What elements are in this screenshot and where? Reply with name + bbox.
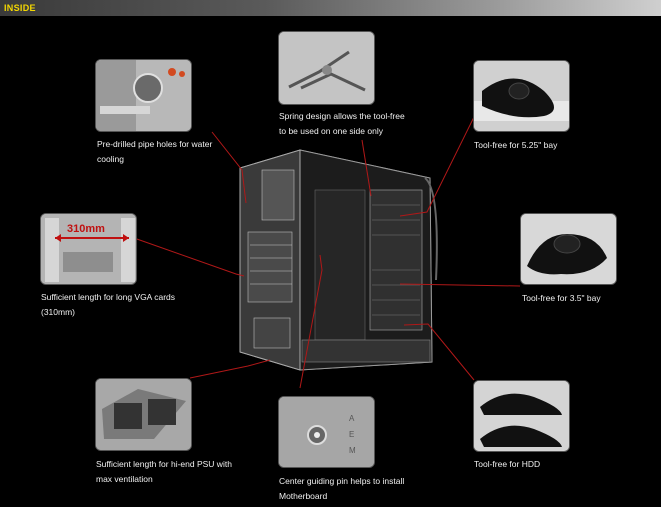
section-title: INSIDE: [4, 3, 36, 13]
pc-case-image: [239, 149, 438, 371]
vga-length-photo: 310mm: [40, 213, 137, 285]
caption-psu-length: Sufficient length for hi-end PSU with ma…: [96, 459, 232, 484]
caption-spring-design: Spring design allows the tool-free to be…: [279, 111, 405, 136]
toolfree-35-photo: [520, 213, 617, 285]
spring-design-photo: [278, 31, 375, 105]
caption-toolfree-hdd: Tool-free for HDD: [474, 459, 541, 469]
pipe-holes-photo: [95, 59, 192, 132]
caption-toolfree-35: Tool-free for 3.5" bay: [522, 293, 601, 303]
leader-lines: [133, 116, 521, 389]
guide-pin-photo: A E M: [278, 396, 375, 468]
toolfree-525-photo: [473, 60, 570, 132]
svg-text:M: M: [349, 446, 356, 455]
caption-vga-length: Sufficient length for long VGA cards (31…: [41, 292, 176, 317]
toolfree-hdd-photo: [473, 380, 570, 452]
svg-text:E: E: [349, 430, 354, 439]
psu-length-photo: [95, 378, 192, 451]
caption-guide-pin: Center guiding pin helps to install Moth…: [279, 476, 405, 501]
section-header-bar: INSIDE: [0, 0, 661, 16]
svg-text:A: A: [349, 414, 355, 423]
measure-label-310mm: 310mm: [67, 223, 105, 235]
caption-pipe-holes: Pre-drilled pipe holes for water cooling: [97, 139, 213, 164]
caption-toolfree-525: Tool-free for 5.25" bay: [474, 140, 558, 150]
